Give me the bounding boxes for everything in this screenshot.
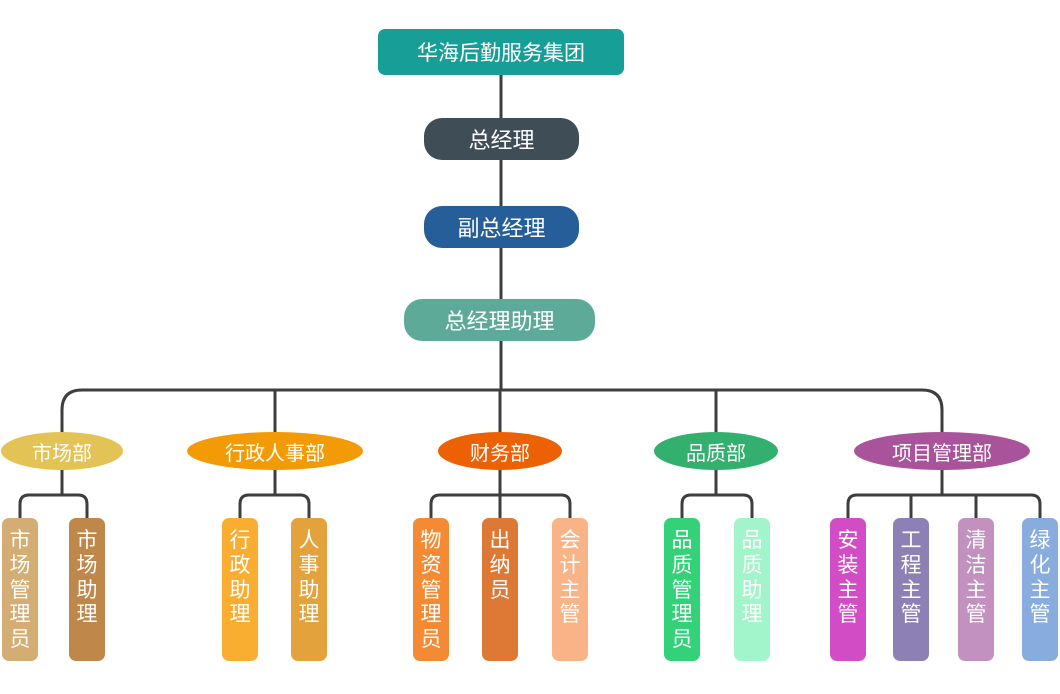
department-node: 市场部: [1, 432, 123, 470]
root-node: 华海后勤服务集团: [378, 29, 624, 75]
staff-bus-line: [238, 493, 311, 520]
staff-label: 出纳员: [489, 528, 511, 602]
staff-node: 品质管理员: [664, 518, 700, 661]
staff-node: 人事助理: [291, 518, 327, 661]
department-bus-line: [60, 388, 944, 434]
staff-node: 安装主管: [830, 518, 866, 661]
gm-label: 总经理: [468, 129, 535, 154]
department-label: 市场部: [32, 440, 92, 465]
staff-label: 工程主管: [900, 528, 922, 627]
department-label: 项目管理部: [892, 440, 992, 465]
staff-label: 物资管理员: [420, 528, 442, 652]
staff-label: 会计主管: [559, 528, 581, 627]
staff-bus-line: [18, 493, 89, 520]
staff-label: 品质助理: [741, 528, 763, 627]
deputy-label: 副总经理: [457, 217, 546, 242]
root-label: 华海后勤服务集团: [417, 41, 585, 65]
staff-node: 工程主管: [893, 518, 929, 661]
staff-node: 绿化主管: [1022, 518, 1058, 661]
department-node: 项目管理部: [854, 432, 1030, 470]
staff-node: 清洁主管: [958, 518, 994, 661]
staff-node: 市场管理员: [2, 518, 38, 661]
staff-label: 行政助理: [229, 528, 251, 627]
staff-label: 市场管理员: [9, 528, 31, 652]
department-node: 品质部: [654, 432, 778, 470]
staff-label: 人事助理: [298, 528, 320, 627]
staff-label: 安装主管: [837, 528, 859, 627]
department-label: 财务部: [470, 440, 530, 465]
staff-node: 行政助理: [222, 518, 258, 661]
department-node: 财务部: [438, 432, 562, 470]
staff-node: 市场助理: [69, 518, 105, 661]
staff-label: 市场助理: [76, 528, 98, 627]
staff-node: 出纳员: [482, 518, 518, 661]
department-label: 行政人事部: [225, 440, 325, 465]
assistant-node: 总经理助理: [404, 299, 595, 341]
gm-node: 总经理: [424, 118, 579, 160]
staff-label: 品质管理员: [671, 528, 693, 652]
deputy-node: 副总经理: [424, 206, 579, 248]
staff-label: 绿化主管: [1029, 528, 1051, 627]
staff-node: 物资管理员: [413, 518, 449, 661]
staff-bus-line: [846, 493, 1042, 520]
staff-node: 会计主管: [552, 518, 588, 661]
department-node: 行政人事部: [187, 432, 363, 470]
department-label: 品质部: [686, 440, 746, 465]
staff-node: 品质助理: [734, 518, 770, 661]
staff-bus-line: [680, 493, 754, 520]
staff-label: 清洁主管: [965, 528, 987, 627]
assistant-label: 总经理助理: [444, 310, 555, 335]
